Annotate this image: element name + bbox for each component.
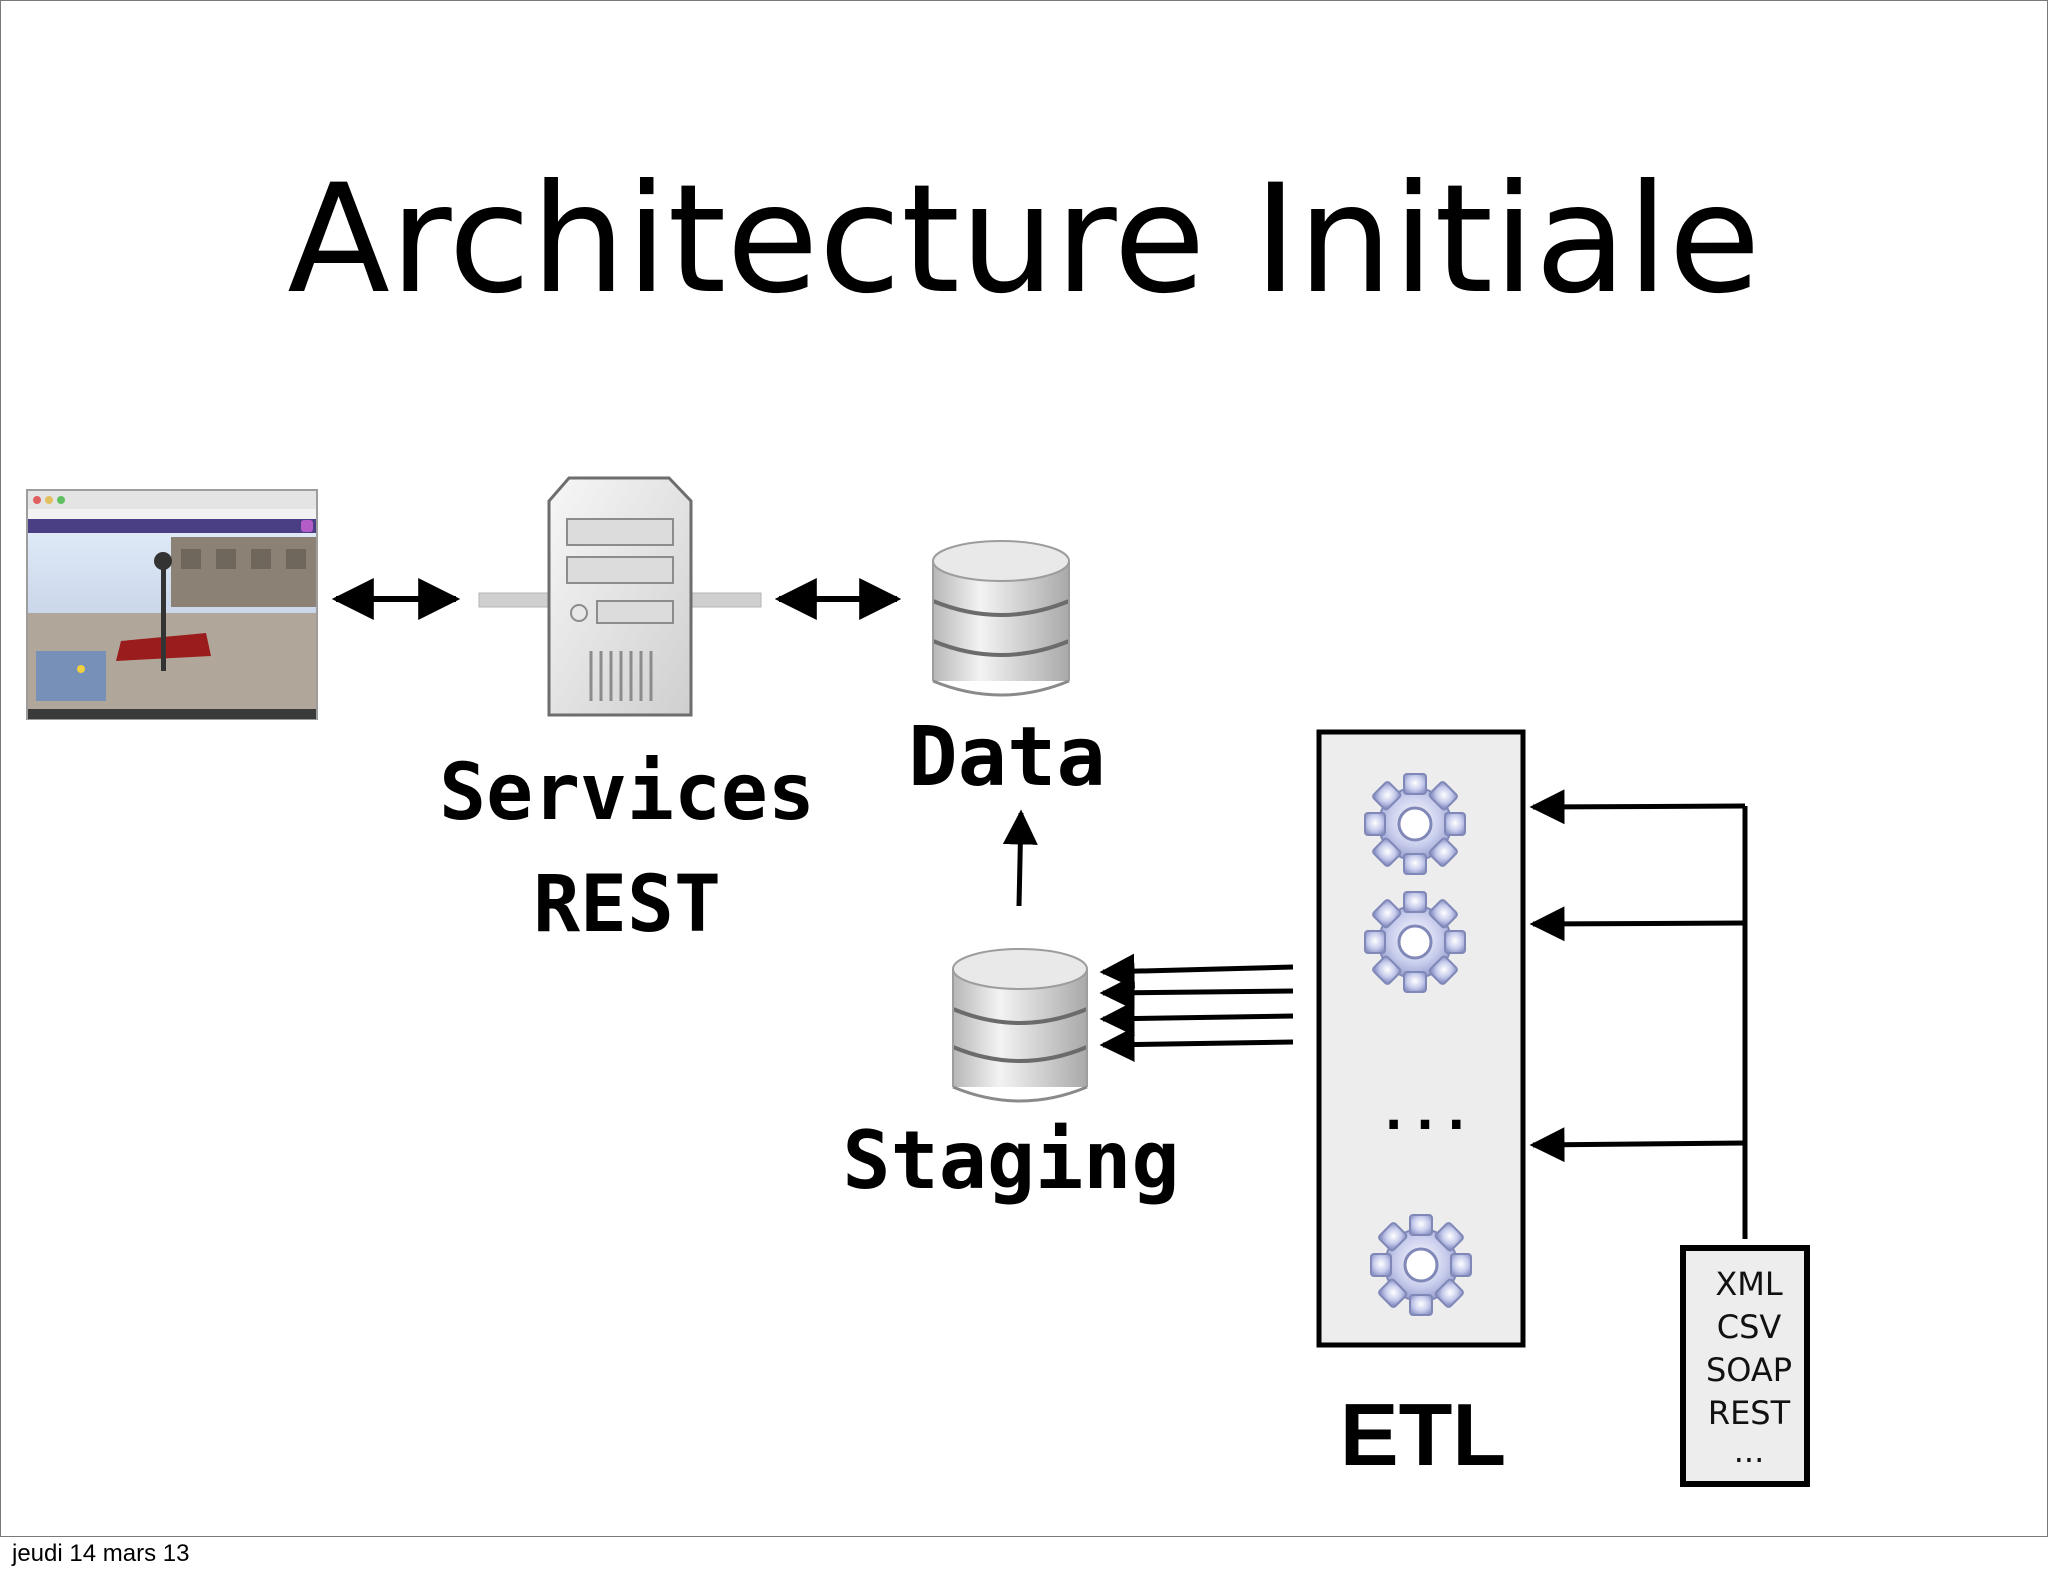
format-soap: SOAP <box>1706 1351 1792 1389</box>
architecture-diagram: Architecture Initiale <box>26 153 1810 1487</box>
services-label: Services <box>439 748 815 838</box>
format-csv: CSV <box>1717 1308 1782 1346</box>
etl-ellipsis: ... <box>1378 1082 1472 1142</box>
slide: Architecture Initiale <box>0 0 2048 1537</box>
etl-label: ETL <box>1340 1385 1506 1484</box>
etl-staging-arrow <box>1099 975 1294 1011</box>
server-icon <box>478 476 762 717</box>
sources-box <box>1680 1245 1810 1487</box>
staging-database-icon <box>952 948 1088 1103</box>
format-rest: REST <box>1708 1394 1791 1432</box>
format-more: ... <box>1734 1432 1765 1470</box>
data-label: Data <box>908 710 1105 805</box>
format-xml: XML <box>1715 1265 1783 1303</box>
gear-icon <box>1370 1214 1472 1316</box>
sources-connector <box>1529 789 1748 1239</box>
arrow-staging-data <box>1002 809 1038 907</box>
etl-to-staging-arrows <box>1099 953 1294 1063</box>
footer-date: jeudi 14 mars 13 <box>12 1540 190 1567</box>
staging-label: Staging <box>842 1114 1179 1207</box>
gear-icon <box>1364 891 1466 993</box>
etl-staging-arrow <box>1099 953 1294 989</box>
data-database-icon <box>932 540 1070 697</box>
services-label-rest: REST <box>533 860 721 950</box>
etl-staging-arrow <box>1099 1001 1294 1037</box>
page-title: Architecture Initiale <box>287 153 1760 327</box>
browser-screenshot-icon <box>26 489 318 720</box>
etl-staging-arrow <box>1099 1027 1294 1063</box>
gear-icon <box>1364 773 1466 875</box>
